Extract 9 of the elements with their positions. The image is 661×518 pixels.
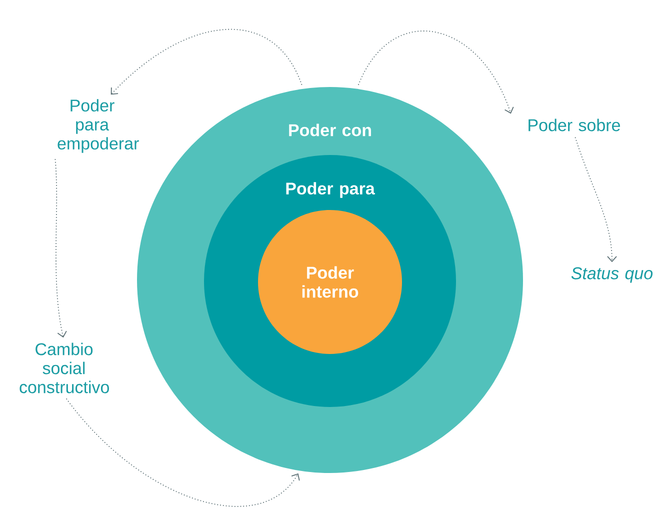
label-text: Poder para empoderar [58, 99, 139, 153]
label-text: Status quo [571, 267, 653, 283]
arrow [110, 29, 302, 95]
label-text: Cambio social constructivo [20, 342, 109, 394]
arrow [66, 398, 300, 507]
label-text: Poder sobre [528, 118, 620, 132]
arrow [358, 30, 514, 114]
arrow [54, 158, 67, 338]
arrow [574, 136, 617, 262]
